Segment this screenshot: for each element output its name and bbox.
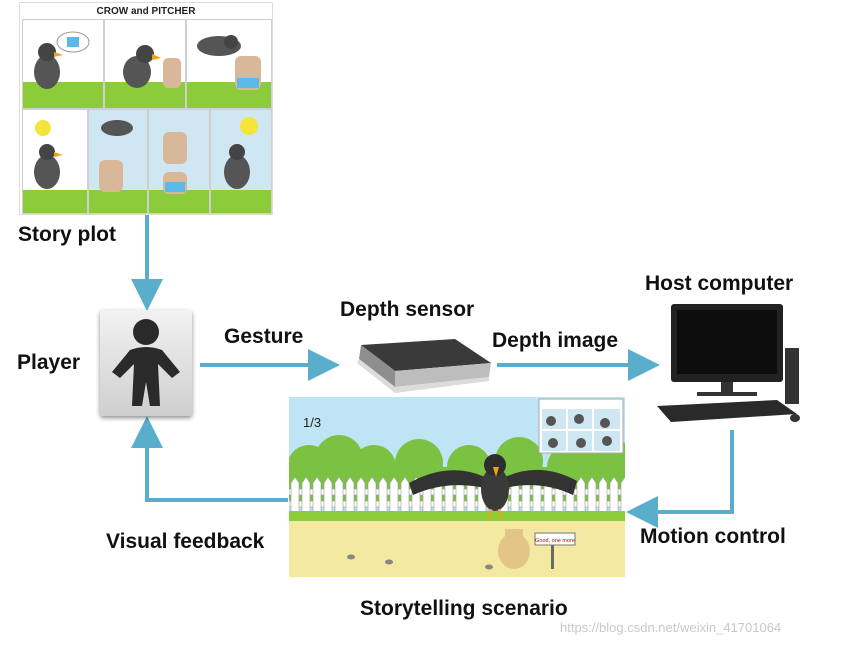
story-plot-comic: CROW and PITCHER <box>19 2 273 215</box>
label-depth-image: Depth image <box>492 329 619 352</box>
comic-panel <box>22 109 88 214</box>
label-depth-sensor: Depth sensor <box>340 298 475 321</box>
depth-sensor-device <box>357 339 491 393</box>
arrow-motion-control <box>626 430 734 528</box>
label-storytelling-scenario: Storytelling scenario <box>360 597 568 620</box>
fence-picket <box>301 476 311 516</box>
fence-picket <box>356 476 366 516</box>
fence-picket <box>587 476 597 516</box>
comic-panel <box>88 109 148 214</box>
comic-panel <box>210 109 272 214</box>
host-computer-icon <box>657 304 800 422</box>
fence-picket <box>290 476 300 516</box>
fence-picket <box>400 476 410 516</box>
scene-counter: 1/3 <box>303 415 321 430</box>
comic-panel <box>148 109 210 214</box>
fence-picket <box>620 476 625 516</box>
fence-picket <box>312 476 322 516</box>
fence-picket <box>367 476 377 516</box>
watermark: https://blog.csdn.net/weixin_41701064 <box>560 620 782 635</box>
label-gesture: Gesture <box>224 325 304 348</box>
scene-sign-text: Good, one more <box>535 538 575 544</box>
fence-picket <box>345 476 355 516</box>
fence-picket <box>576 476 586 516</box>
label-story-plot: Story plot <box>18 223 116 246</box>
fence-picket <box>334 476 344 516</box>
comic-title: CROW and PITCHER <box>96 6 196 17</box>
fence-picket <box>323 476 333 516</box>
fence-picket <box>378 476 388 516</box>
label-player: Player <box>17 351 81 374</box>
label-motion-control: Motion control <box>640 525 786 548</box>
fence-picket <box>609 476 619 516</box>
fence-picket <box>389 476 399 516</box>
arrow-visual-feedback <box>131 416 288 502</box>
player-icon <box>100 310 192 416</box>
comic-panel <box>186 19 272 109</box>
comic-panel <box>104 19 186 109</box>
label-host-computer: Host computer <box>645 272 794 295</box>
label-visual-feedback: Visual feedback <box>106 530 265 553</box>
comic-panel <box>22 19 104 109</box>
storytelling-scenario-screen: Good, one more 1/3 <box>289 397 625 577</box>
fence-picket <box>598 476 608 516</box>
